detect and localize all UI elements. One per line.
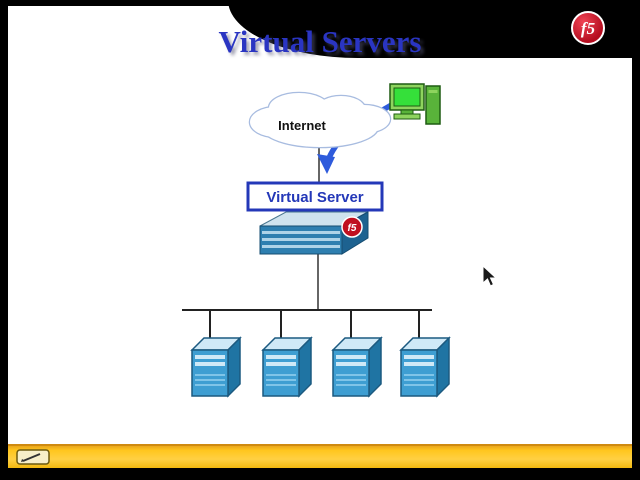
- server-tower: [400, 337, 450, 397]
- slide-title: Virtual Servers: [218, 24, 422, 59]
- bigip-appliance-icon: f5: [259, 211, 369, 255]
- internet-cloud: Internet: [248, 91, 392, 149]
- server-tower: [191, 337, 241, 397]
- server-tower: [332, 337, 382, 397]
- appliance-f5-badge: f5: [341, 216, 363, 238]
- server-tower: [262, 337, 312, 397]
- mouse-cursor-icon: [482, 264, 498, 287]
- client-computer-icon: [389, 83, 441, 125]
- f5-logo-text: f5: [580, 18, 596, 38]
- f5-logo: f5: [571, 11, 605, 45]
- virtual-server-label: Virtual Server: [266, 189, 363, 206]
- svg-text:f5: f5: [348, 223, 357, 234]
- internet-label: Internet: [278, 118, 326, 133]
- virtual-server-box: Virtual Server: [246, 181, 384, 212]
- annotation-toolbar: [8, 444, 632, 468]
- pen-tool-icon[interactable]: [16, 449, 56, 466]
